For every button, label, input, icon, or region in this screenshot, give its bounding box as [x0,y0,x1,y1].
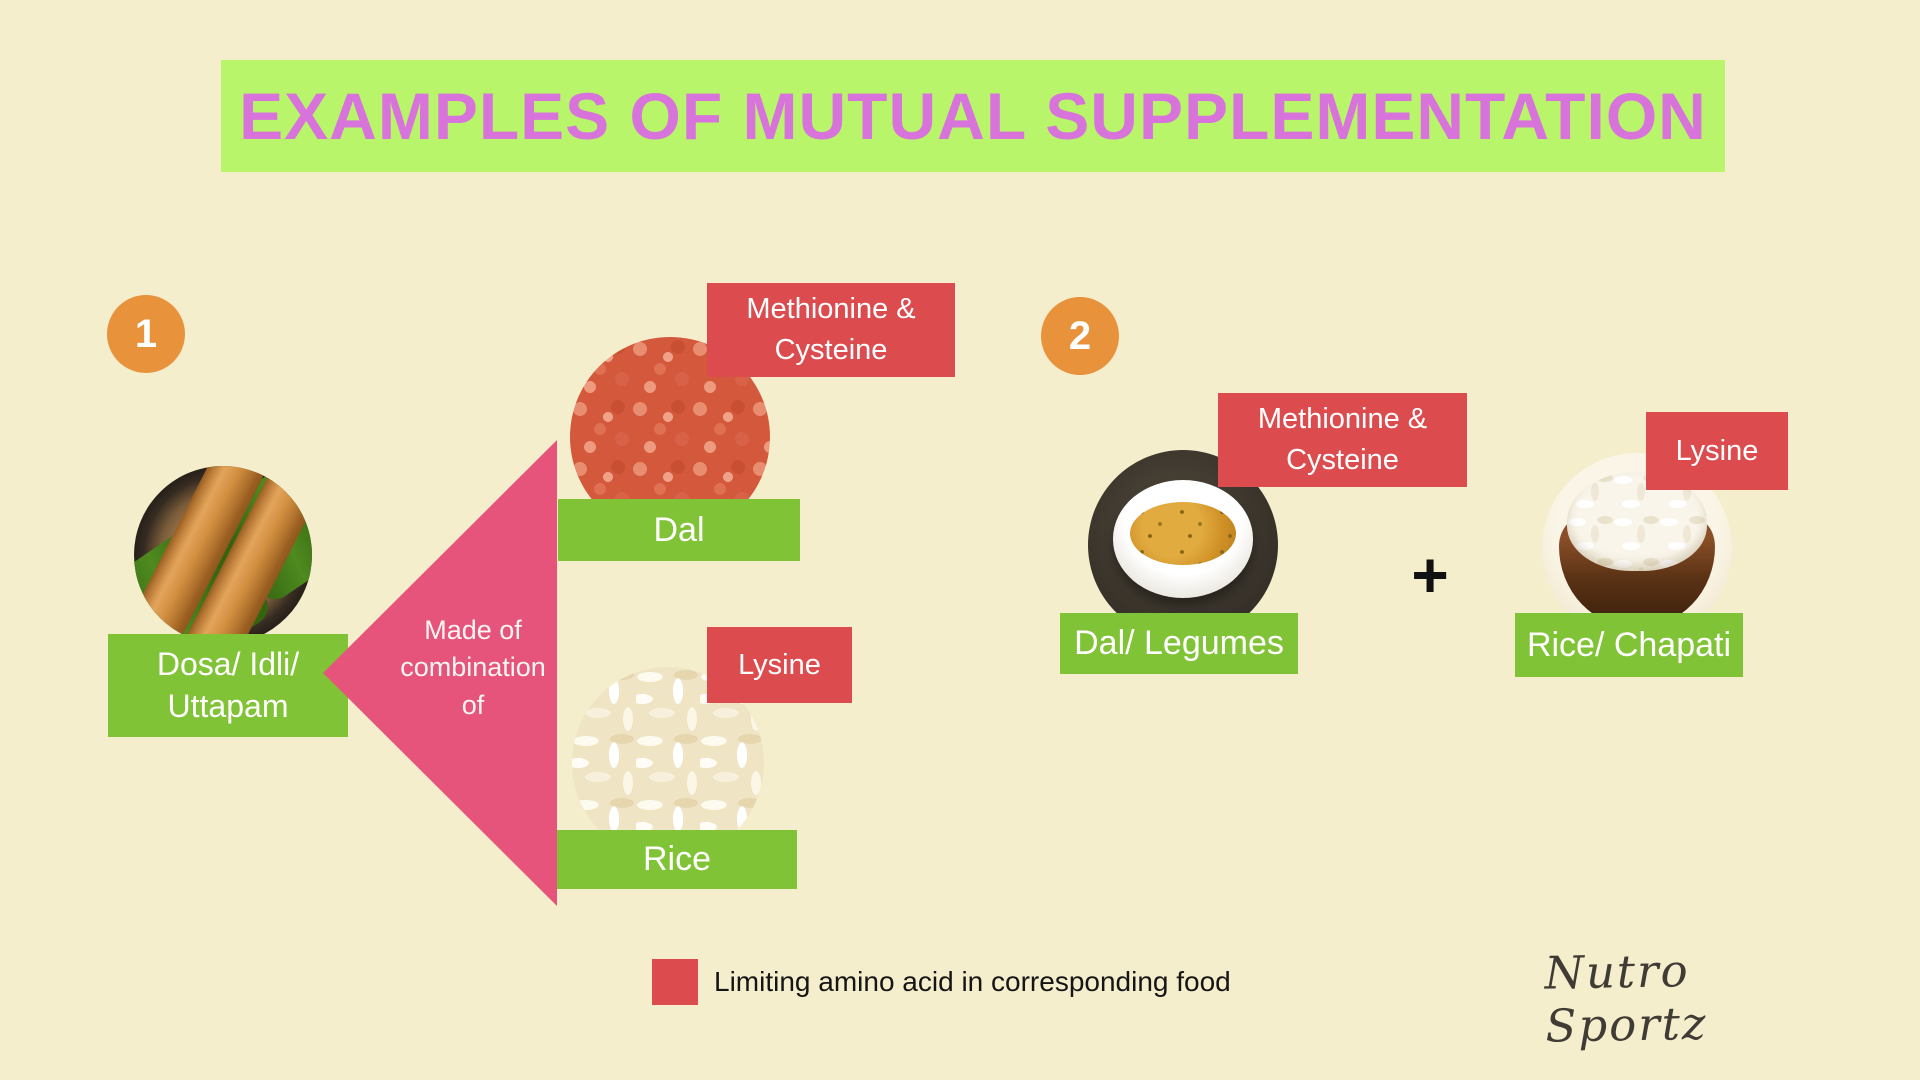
dal-soup-shape [1129,501,1237,566]
example-1-number: 1 [134,311,158,356]
plus-icon: + [1411,539,1449,611]
result-food-label: Dosa/ Idli/ Uttapam [108,634,348,737]
bowl-shape [1112,480,1254,599]
brand-logo: Nutro Sportz [1544,944,1708,1053]
dal-bowl-photo [1088,450,1278,640]
food-label: Rice/ Chapati [1515,613,1743,677]
limiting-amino-acid-label: Lysine [707,627,852,703]
limiting-amino-acid-label: Methionine & Cysteine [707,283,955,377]
limiting-amino-acid-label: Methionine & Cysteine [1218,393,1467,487]
food-label: Dal/ Legumes [1060,613,1298,674]
connector-text: Made of combination of [400,615,546,720]
example-2-badge: 2 [1041,297,1119,375]
page-title: EXAMPLES OF MUTUAL SUPPLEMENTATION [239,79,1707,153]
dosa-idli-plate-photo [134,466,312,644]
limiting-amino-acid-label: Lysine [1646,412,1788,490]
example-1-badge: 1 [107,295,185,373]
legend-label: Limiting amino acid in corresponding foo… [714,966,1231,997]
title-banner: EXAMPLES OF MUTUAL SUPPLEMENTATION [221,60,1725,172]
food-label: Dal [558,499,800,561]
food-label: Rice [557,830,797,889]
legend-red-swatch [652,959,698,1005]
made-of-combination-arrow: Made of combination of [323,440,557,906]
example-2-number: 2 [1068,313,1092,358]
